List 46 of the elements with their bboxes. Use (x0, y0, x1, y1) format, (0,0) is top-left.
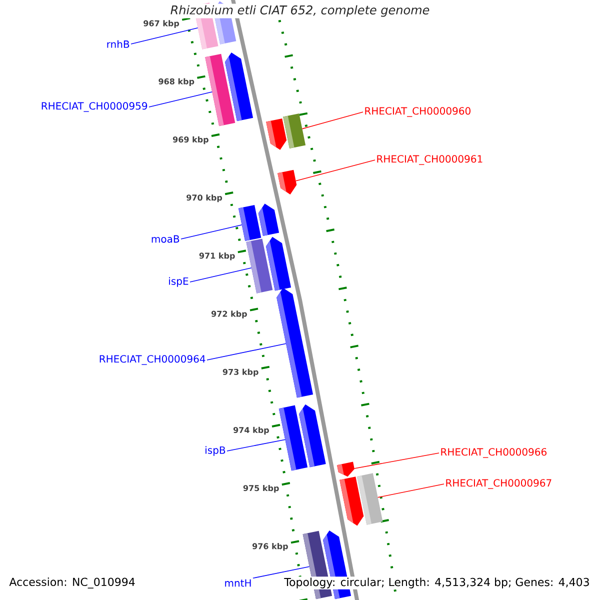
leader-line (226, 439, 286, 452)
gene-label: RHECIAT_CH0000964 (100, 355, 206, 365)
gene-label: RHECIAT_CH0000961 (377, 155, 482, 165)
leader-line (377, 484, 444, 498)
tick-label: 969 kbp (172, 136, 208, 144)
leader-line (295, 160, 376, 182)
tick-label: 974 kbp (233, 426, 269, 435)
genome-info-text: Topology: circular; Length: 4,513,324 bp; Genes: 4,403 (283, 576, 591, 590)
leader-line (252, 566, 310, 579)
tick-label: 970 kbp (186, 194, 222, 202)
leader-line (130, 28, 198, 44)
tick-label: 967 kbp (144, 20, 180, 28)
gene-block (356, 473, 383, 525)
leader-line (354, 452, 440, 469)
leader-line (190, 267, 252, 282)
leader-line (206, 343, 286, 360)
gene-feature (266, 118, 287, 150)
gene-feature (298, 404, 326, 468)
gene-feature (336, 462, 354, 477)
accession-text: Accession: NC_010994 (8, 576, 136, 590)
tick-label: 971 kbp (199, 252, 235, 260)
gene-label: ispE (169, 277, 188, 287)
gene-block (283, 114, 306, 148)
title: Rhizobium etli CIAT 652, complete genome (168, 4, 432, 18)
tick-label: 972 kbp (211, 310, 247, 318)
tick-label: 973 kbp (222, 368, 258, 376)
gene-label: RHECIAT_CH0000960 (365, 107, 470, 117)
gene-feature (224, 52, 254, 122)
gene-feature (276, 288, 314, 398)
gene-feature (278, 170, 297, 194)
gene-label: rnhB (107, 40, 130, 48)
gene-block (238, 205, 262, 241)
gene-label: RHECIAT_CH0000966 (441, 448, 546, 458)
gene-label: RHECIAT_CH0000967 (446, 479, 552, 489)
gene-label: moaB (152, 235, 180, 243)
leader-line (302, 112, 364, 130)
tick-label: 975 kbp (243, 484, 279, 493)
gene-label: RHECIAT_CH0000959 (42, 102, 148, 112)
gene-feature (266, 236, 292, 291)
gene-label: ispB (206, 446, 226, 456)
tick-label: 968 kbp (158, 78, 194, 86)
gene-feature (258, 204, 280, 236)
leader-line (148, 92, 213, 108)
tick-label: 976 kbp (252, 543, 288, 551)
leader-line (180, 224, 242, 240)
gene-label: mntH (225, 579, 251, 587)
